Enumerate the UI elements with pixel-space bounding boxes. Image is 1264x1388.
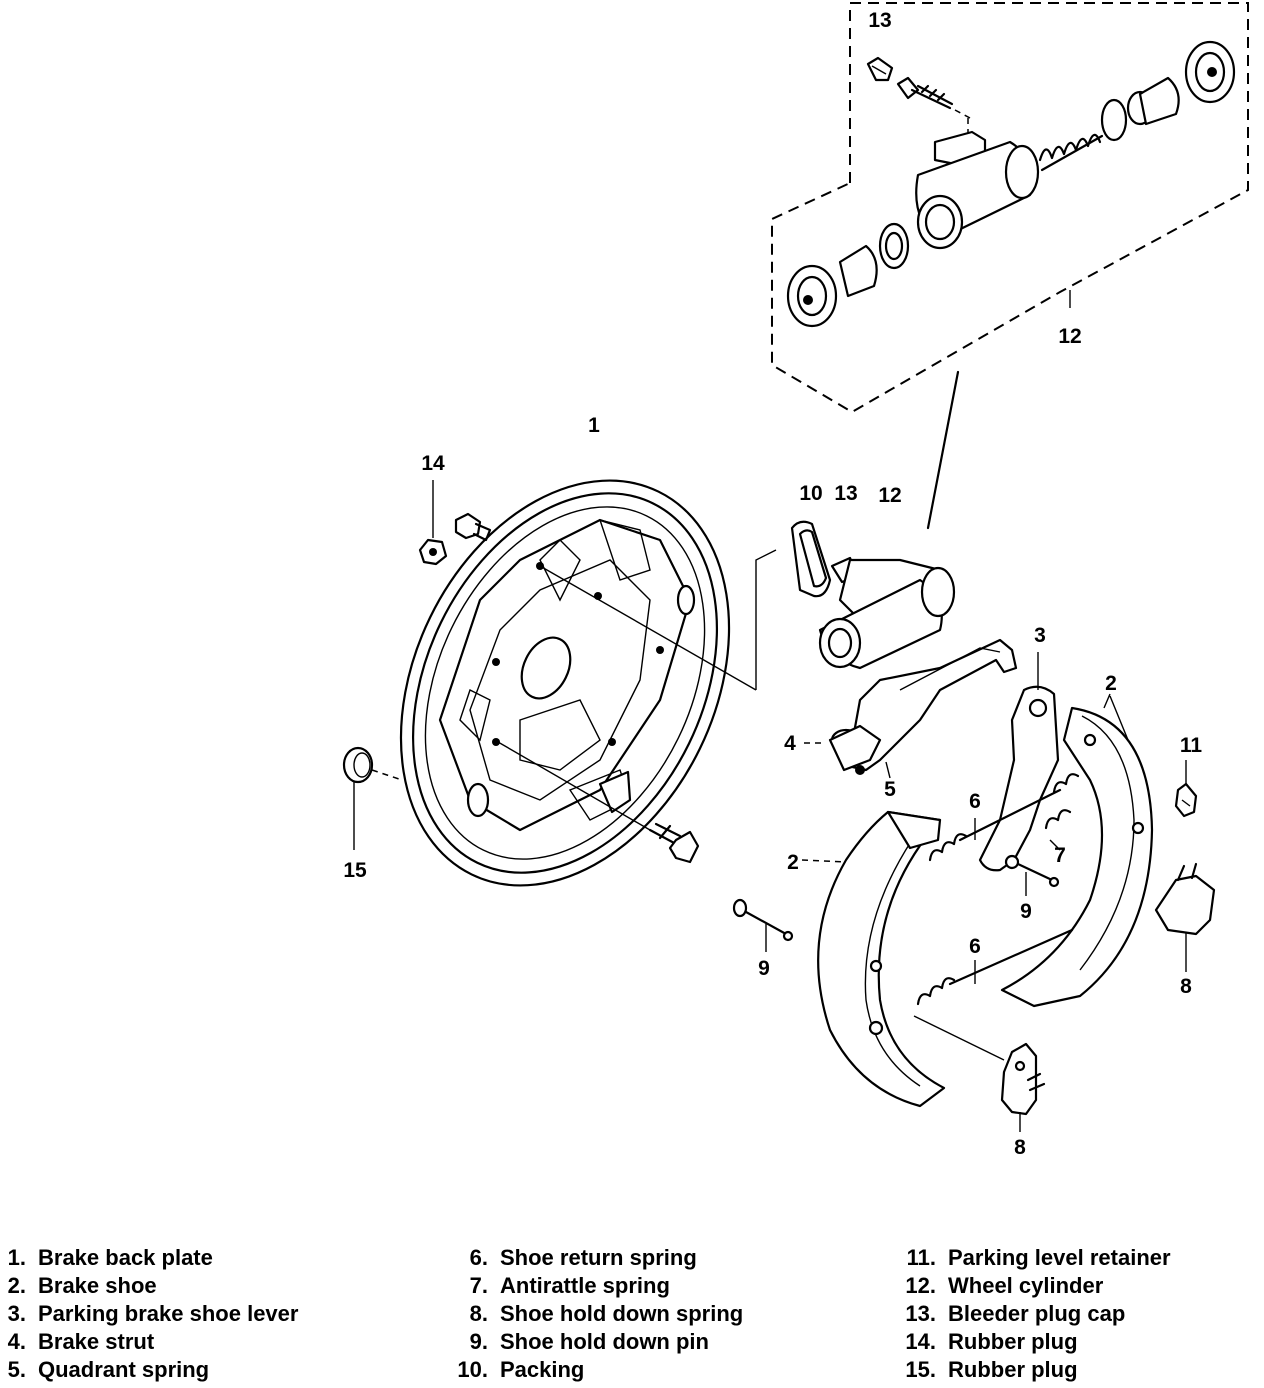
callout-2-left: 2 — [787, 851, 799, 874]
rubber-plug-15 — [342, 746, 403, 850]
wheel-cylinder-detail-box — [771, 2, 1249, 530]
brake-shoe-right — [1000, 695, 1154, 1008]
callout-4: 4 — [784, 732, 796, 755]
brake-shoe-left — [801, 810, 946, 1108]
callout-9-upper: 9 — [1020, 900, 1032, 923]
callout-13: 13 — [834, 482, 857, 505]
legend-item-4: 4.Brake strut — [7, 1329, 155, 1354]
callout-2-right: 2 — [1105, 672, 1117, 695]
hold-down-spring-right — [1154, 862, 1216, 972]
hold-down-spring-lower — [913, 1015, 1046, 1132]
legend-item-9: 9.Shoe hold down pin — [469, 1329, 709, 1354]
hold-down-pin-upper — [1004, 854, 1060, 896]
antirattle-spring — [1044, 809, 1072, 851]
detail-right-piston — [1100, 40, 1236, 142]
callout-6-lower: 6 — [969, 935, 981, 958]
rubber-plug-14 — [418, 480, 448, 566]
callout-14: 14 — [421, 452, 445, 475]
shoe-return-spring-upper — [928, 773, 1080, 862]
legend-column-3: 11.Parking level retainer 12.Wheel cylin… — [896, 1244, 1171, 1384]
brake-exploded-diagram: 13 12 1 14 10 13 12 3 2 4 11 5 6 7 2 15 … — [342, 2, 1249, 1159]
callout-8-right: 8 — [1180, 975, 1192, 998]
detail-left-piston — [786, 222, 910, 328]
bolt-upper — [454, 512, 492, 542]
legend-item-5: 5.Quadrant spring — [7, 1357, 210, 1382]
legend-item-2: 2.Brake shoe — [7, 1273, 157, 1298]
callout-10: 10 — [799, 482, 822, 505]
callout-9-lower: 9 — [758, 957, 770, 980]
legend-item-11: 11.Parking level retainer — [906, 1245, 1171, 1270]
detail-bleeder-cap — [866, 56, 894, 82]
callout-13-detail: 13 — [868, 9, 891, 32]
callout-8-lower: 8 — [1014, 1136, 1026, 1159]
legend-item-8: 8.Shoe hold down spring — [469, 1301, 744, 1326]
brake-strut — [804, 638, 1018, 779]
legend-item-12: 12.Wheel cylinder — [905, 1273, 1104, 1298]
legend-item-10: 10.Packing — [457, 1357, 585, 1382]
callout-labels: 13 12 1 14 10 13 12 3 2 4 11 5 6 7 2 15 … — [343, 9, 1202, 1159]
legend-item-13: 13.Bleeder plug cap — [905, 1301, 1126, 1326]
detail-spring — [1038, 133, 1104, 172]
shoe-return-spring-lower — [916, 928, 1074, 1006]
legend-item-7: 7.Antirattle spring — [469, 1273, 670, 1298]
callout-12-detail: 12 — [1058, 325, 1081, 348]
detail-bleeder-screw — [896, 76, 954, 110]
callout-5: 5 — [884, 778, 896, 801]
callout-1: 1 — [588, 414, 600, 437]
legend-item-3: 3.Parking brake shoe lever — [7, 1301, 299, 1326]
parking-lever-retainer — [1174, 760, 1198, 818]
legend-column-1: 1.Brake back plate 2.Brake shoe 3.Parkin… — [4, 1244, 299, 1384]
legend-item-1: 1.Brake back plate — [7, 1245, 213, 1270]
brake-back-plate — [399, 479, 757, 887]
callout-15: 15 — [343, 859, 367, 882]
bolt-lower — [497, 741, 700, 864]
callout-3: 3 — [1034, 624, 1046, 647]
callout-11: 11 — [1180, 734, 1203, 757]
detail-cylinder-body — [915, 130, 1040, 250]
wheel-cylinder-assembly — [790, 520, 956, 670]
callout-12: 12 — [878, 484, 901, 507]
callout-7: 7 — [1054, 844, 1066, 867]
callout-6-upper: 6 — [969, 790, 981, 813]
legend-item-15: 15.Rubber plug — [905, 1357, 1078, 1382]
parking-brake-lever — [978, 652, 1060, 872]
legend-column-2: 6.Shoe return spring 7.Antirattle spring… — [448, 1244, 743, 1384]
hold-down-pin-lower — [732, 898, 794, 952]
legend-item-6: 6.Shoe return spring — [469, 1245, 697, 1270]
legend-item-14: 14.Rubber plug — [905, 1329, 1078, 1354]
